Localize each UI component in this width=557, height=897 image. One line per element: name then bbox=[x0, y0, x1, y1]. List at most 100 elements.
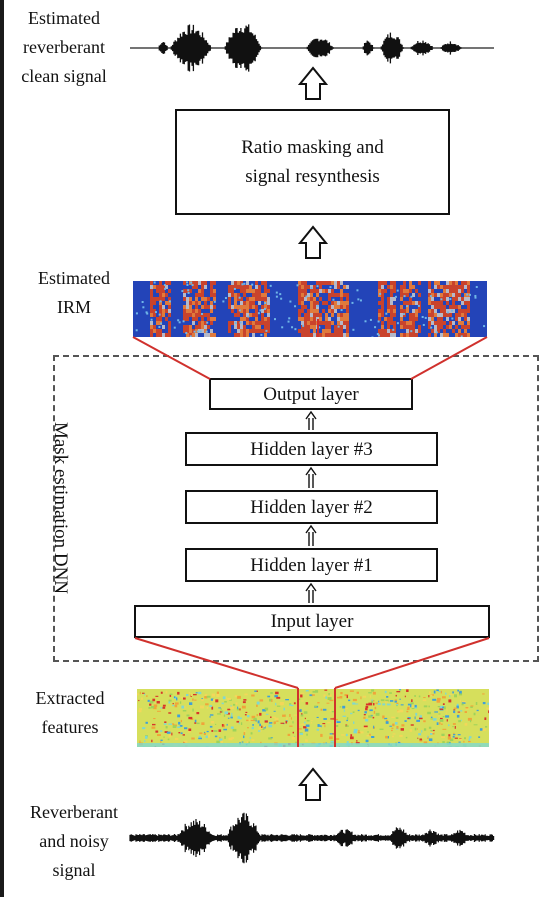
features-spectrogram-speck bbox=[330, 740, 334, 744]
irm-spectrogram-cell bbox=[403, 301, 406, 305]
irm-spectrogram-cell bbox=[443, 333, 446, 337]
irm-spectrogram-cell bbox=[246, 317, 249, 321]
irm-spectrogram-cell bbox=[343, 333, 346, 337]
features-spectrogram-speck bbox=[459, 691, 461, 694]
features-spectrogram-speck bbox=[290, 717, 292, 720]
irm-spectrogram-cell bbox=[409, 289, 412, 293]
irm-spectrogram-cell bbox=[264, 297, 267, 301]
features-spectrogram-speck bbox=[268, 737, 272, 740]
irm-spectrogram-cell bbox=[418, 325, 421, 329]
irm-spectrogram-cell bbox=[464, 293, 467, 297]
features-spectrogram-speck bbox=[222, 696, 226, 700]
irm-spectrogram-cell bbox=[210, 305, 213, 309]
features-spectrogram-speck bbox=[399, 689, 402, 691]
features-spectrogram-speck bbox=[470, 706, 473, 708]
irm-spectrogram-speck bbox=[275, 291, 278, 294]
irm-spectrogram-cell bbox=[322, 321, 325, 325]
features-spectrogram-speck bbox=[314, 705, 319, 708]
irm-spectrogram-cell bbox=[246, 297, 249, 301]
irm-spectrogram-cell bbox=[340, 333, 343, 337]
features-spectrogram-speck bbox=[323, 742, 325, 745]
irm-spectrogram-cell bbox=[240, 285, 243, 289]
irm-spectrogram-cell bbox=[393, 329, 396, 333]
features-spectrogram-speck bbox=[365, 707, 368, 711]
irm-spectrogram-cell bbox=[313, 329, 316, 333]
irm-spectrogram-cell bbox=[440, 317, 443, 321]
features-spectrogram-speck bbox=[397, 710, 400, 713]
features-spectrogram-speck bbox=[270, 716, 272, 718]
features-spectrogram-speck bbox=[446, 719, 448, 722]
irm-spectrogram-cell bbox=[455, 289, 458, 293]
features-spectrogram-speck bbox=[230, 716, 233, 719]
features-spectrogram-speck bbox=[442, 728, 447, 730]
features-spectrogram-speck bbox=[465, 707, 469, 710]
irm-spectrogram-cell bbox=[393, 285, 396, 289]
features-spectrogram-speck bbox=[432, 729, 435, 732]
irm-spectrogram-cell bbox=[340, 325, 343, 329]
irm-spectrogram-cell bbox=[189, 305, 192, 309]
features-spectrogram-speck bbox=[441, 735, 445, 738]
features-spectrogram-speck bbox=[220, 708, 222, 710]
features-spectrogram-speck bbox=[386, 703, 391, 706]
features-spectrogram-speck bbox=[194, 722, 197, 724]
irm-spectrogram-cell bbox=[237, 313, 240, 317]
irm-spectrogram-cell bbox=[240, 281, 243, 285]
features-spectrogram-speck bbox=[394, 699, 397, 702]
features-spectrogram-speck bbox=[340, 692, 343, 695]
irm-spectrogram-cell bbox=[298, 313, 301, 317]
irm-spectrogram-cell bbox=[237, 325, 240, 329]
irm-spectrogram-cell bbox=[412, 317, 415, 321]
irm-spectrogram-cell bbox=[252, 325, 255, 329]
irm-spectrogram-cell bbox=[313, 325, 316, 329]
irm-spectrogram-cell bbox=[409, 285, 412, 289]
irm-spectrogram-cell bbox=[455, 281, 458, 285]
irm-spectrogram-speck bbox=[243, 282, 246, 285]
features-spectrogram-speck bbox=[459, 738, 462, 740]
irm-spectrogram-cell bbox=[210, 293, 213, 297]
irm-spectrogram-cell bbox=[301, 289, 304, 293]
features-spectrogram-speck bbox=[458, 720, 461, 723]
features-spectrogram-speck bbox=[478, 736, 481, 738]
irm-spectrogram-cell bbox=[240, 289, 243, 293]
features-spectrogram-speck bbox=[189, 744, 191, 746]
irm-spectrogram-cell bbox=[443, 329, 446, 333]
features-spectrogram-speck bbox=[227, 697, 231, 700]
irm-spectrogram-cell bbox=[246, 289, 249, 293]
irm-spectrogram-cell bbox=[464, 313, 467, 317]
features-spectrogram-speck bbox=[216, 740, 220, 744]
features-spectrogram-speck bbox=[297, 732, 300, 735]
features-spectrogram-speck bbox=[208, 735, 210, 738]
features-spectrogram-speck bbox=[195, 692, 198, 694]
irm-spectrogram-cell bbox=[198, 281, 201, 285]
features-spectrogram-speck bbox=[178, 721, 181, 725]
features-spectrogram-speck bbox=[164, 731, 169, 733]
irm-spectrogram-cell bbox=[298, 281, 301, 285]
features-spectrogram-speck bbox=[185, 745, 188, 747]
irm-spectrogram-cell bbox=[213, 297, 216, 301]
left-edge-bar bbox=[0, 0, 4, 897]
irm-spectrogram-cell bbox=[464, 309, 467, 313]
irm-spectrogram-cell bbox=[400, 305, 403, 309]
irm-spectrogram-cell bbox=[252, 321, 255, 325]
irm-spectrogram-cell bbox=[461, 309, 464, 313]
irm-spectrogram-cell bbox=[165, 301, 168, 305]
features-spectrogram-speck bbox=[432, 718, 437, 721]
features-spectrogram-speck bbox=[390, 746, 394, 747]
irm-spectrogram-speck bbox=[435, 331, 438, 334]
irm-spectrogram-cell bbox=[443, 297, 446, 301]
irm-spectrogram-cell bbox=[455, 297, 458, 301]
irm-spectrogram-cell bbox=[307, 325, 310, 329]
features-label: Extracted features bbox=[10, 684, 130, 742]
irm-spectrogram-cell bbox=[186, 297, 189, 301]
features-spectrogram-speck bbox=[407, 718, 410, 720]
irm-spectrogram-cell bbox=[378, 333, 381, 337]
irm-spectrogram-cell bbox=[455, 333, 458, 337]
features-spectrogram-speck bbox=[210, 721, 215, 724]
irm-spectrogram-speck bbox=[191, 284, 194, 287]
irm-spectrogram-cell bbox=[204, 305, 207, 309]
irm-spectrogram-cell bbox=[316, 305, 319, 309]
irm-spectrogram-cell bbox=[440, 297, 443, 301]
features-spectrogram-speck bbox=[419, 717, 423, 720]
irm-spectrogram-cell bbox=[237, 297, 240, 301]
features-spectrogram-speck bbox=[228, 737, 233, 741]
